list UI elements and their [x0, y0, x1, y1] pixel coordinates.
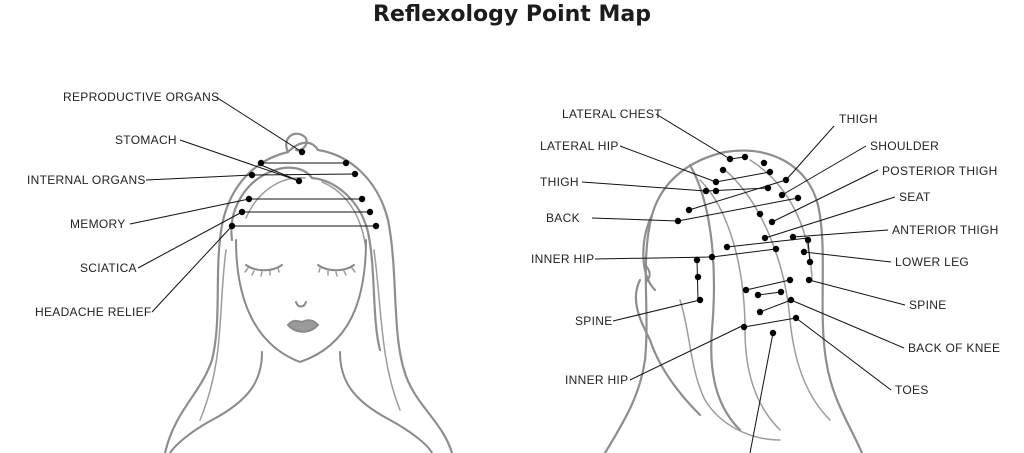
leader-reproductive-organs: [215, 96, 303, 153]
point-memory: [245, 195, 253, 203]
label-back: BACK: [546, 211, 580, 225]
label-lateral-chest: LATERAL CHEST: [562, 107, 662, 121]
label-anterior-thigh: ANTERIOR THIGH: [892, 223, 999, 237]
label-reproductive-organs: REPRODUCTIVE ORGANS: [63, 90, 219, 104]
label-toes: TOES: [895, 383, 929, 397]
label-spine-right: SPINE: [909, 298, 947, 312]
leader-internal-organs: [145, 174, 253, 181]
label-seat: SEAT: [899, 190, 931, 204]
back-points: [674, 153, 814, 337]
back-labels-left: LATERAL CHEST LATERAL HIP THIGH BACK INN…: [531, 107, 745, 387]
point-internal-organs: [248, 171, 256, 179]
point-reproductive-organs: [298, 148, 306, 156]
label-inner-hip-lower: INNER HIP: [565, 373, 628, 387]
label-posterior-thigh: POSTERIOR THIGH: [882, 164, 998, 178]
label-headache-relief: HEADACHE RELIEF: [35, 305, 152, 319]
leader-memory: [129, 198, 250, 225]
label-shoulder: SHOULDER: [870, 139, 939, 153]
leader-sciatica: [137, 211, 243, 269]
label-spine-left: SPINE: [575, 314, 613, 328]
back-head-illustration: [603, 149, 864, 453]
leader-stomach: [179, 139, 300, 182]
label-back-of-knee: BACK OF KNEE: [908, 341, 1000, 355]
label-memory: MEMORY: [70, 217, 126, 231]
label-lower-leg: LOWER LEG: [895, 255, 969, 269]
leader-headache-relief: [151, 225, 233, 313]
front-labels: REPRODUCTIVE ORGANS STOMACH INTERNAL ORG…: [27, 90, 380, 319]
label-internal-organs: INTERNAL ORGANS: [27, 173, 146, 187]
front-head-illustration: [163, 132, 454, 453]
label-lateral-hip: LATERAL HIP: [540, 139, 619, 153]
label-stomach: STOMACH: [115, 133, 177, 147]
point-stomach: [295, 177, 303, 185]
point-headache-relief: [228, 222, 236, 230]
label-thigh-left: THIGH: [540, 175, 579, 189]
label-sciatica: SCIATICA: [80, 261, 137, 275]
page-title: Reflexology Point Map: [373, 2, 651, 27]
label-inner-hip-upper: INNER HIP: [531, 252, 594, 266]
back-labels-right: THIGH SHOULDER POSTERIOR THIGH SEAT ANTE…: [749, 112, 1000, 453]
point-sciatica: [238, 208, 246, 216]
label-thigh-right: THIGH: [839, 112, 878, 126]
